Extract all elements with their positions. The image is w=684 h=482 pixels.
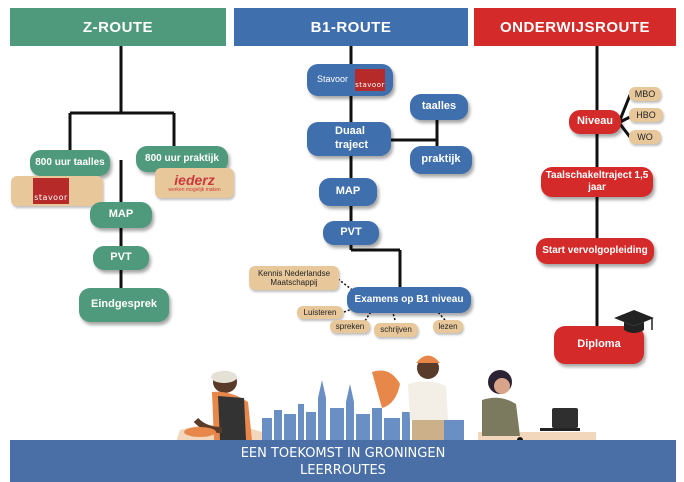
b1-examens-node: Examens op B1 niveau — [347, 287, 471, 313]
b1-spreken-label: spreken — [330, 320, 370, 333]
header-onderwijs-route: ONDERWIJSROUTE — [474, 8, 676, 46]
b1-stavoor-logo: stavoor — [355, 69, 385, 91]
stavoor-logo: stavoor — [33, 178, 69, 204]
header-z-route: Z-ROUTE — [10, 8, 226, 46]
o-schakeltraject-node: Taalschakeltraject 1,5 jaar — [541, 167, 653, 197]
footer-bar — [10, 440, 676, 482]
z-pvt-node: PVT — [93, 246, 149, 270]
footer-subtitle: LEERROUTES — [300, 463, 386, 478]
b1-praktijk-node: praktijk — [410, 146, 472, 174]
b1-luisteren-label: Luisteren — [297, 306, 343, 319]
graduation-cap-icon — [614, 310, 654, 333]
z-iederz-logo-card: iederz werken mogelijk maken — [155, 168, 234, 198]
b1-stavoor-label: Stavoor — [317, 74, 349, 85]
laptop-user-icon — [478, 370, 596, 443]
z-praktijk-node: 800 uur praktijk — [136, 146, 228, 172]
b1-duaal-node: Duaal traject — [307, 122, 391, 156]
footer-title: EEN TOEKOMST IN GRONINGEN — [240, 446, 446, 461]
iederz-logo: iederz — [174, 172, 215, 189]
construction-worker-icon — [372, 355, 448, 440]
b1-schrijven-label: schrijven — [374, 323, 418, 337]
b1-lezen-label: lezen — [433, 320, 463, 333]
b1-map-node: MAP — [319, 178, 377, 206]
z-map-node: MAP — [90, 202, 152, 228]
o-start-node: Start vervolgopleiding — [536, 238, 654, 264]
b1-pvt-node: PVT — [323, 221, 379, 245]
o-wo-label: WO — [629, 130, 661, 144]
baker-person-icon — [176, 371, 262, 442]
iederz-tagline: werken mogelijk maken — [168, 187, 221, 194]
o-mbo-label: MBO — [629, 87, 661, 101]
z-eindgesprek-node: Eindgesprek — [79, 288, 169, 322]
b1-taalles-node: taalles — [410, 94, 468, 120]
header-b1-route: B1-ROUTE — [234, 8, 468, 46]
o-diploma-node: Diploma — [554, 326, 644, 364]
b1-kennis-label: Kennis Nederlandse Maatschappij — [249, 266, 339, 290]
o-hbo-label: HBO — [629, 108, 663, 122]
z-taalles-node: 800 uur taalles — [30, 150, 110, 176]
o-niveau-node: Niveau — [569, 110, 621, 134]
